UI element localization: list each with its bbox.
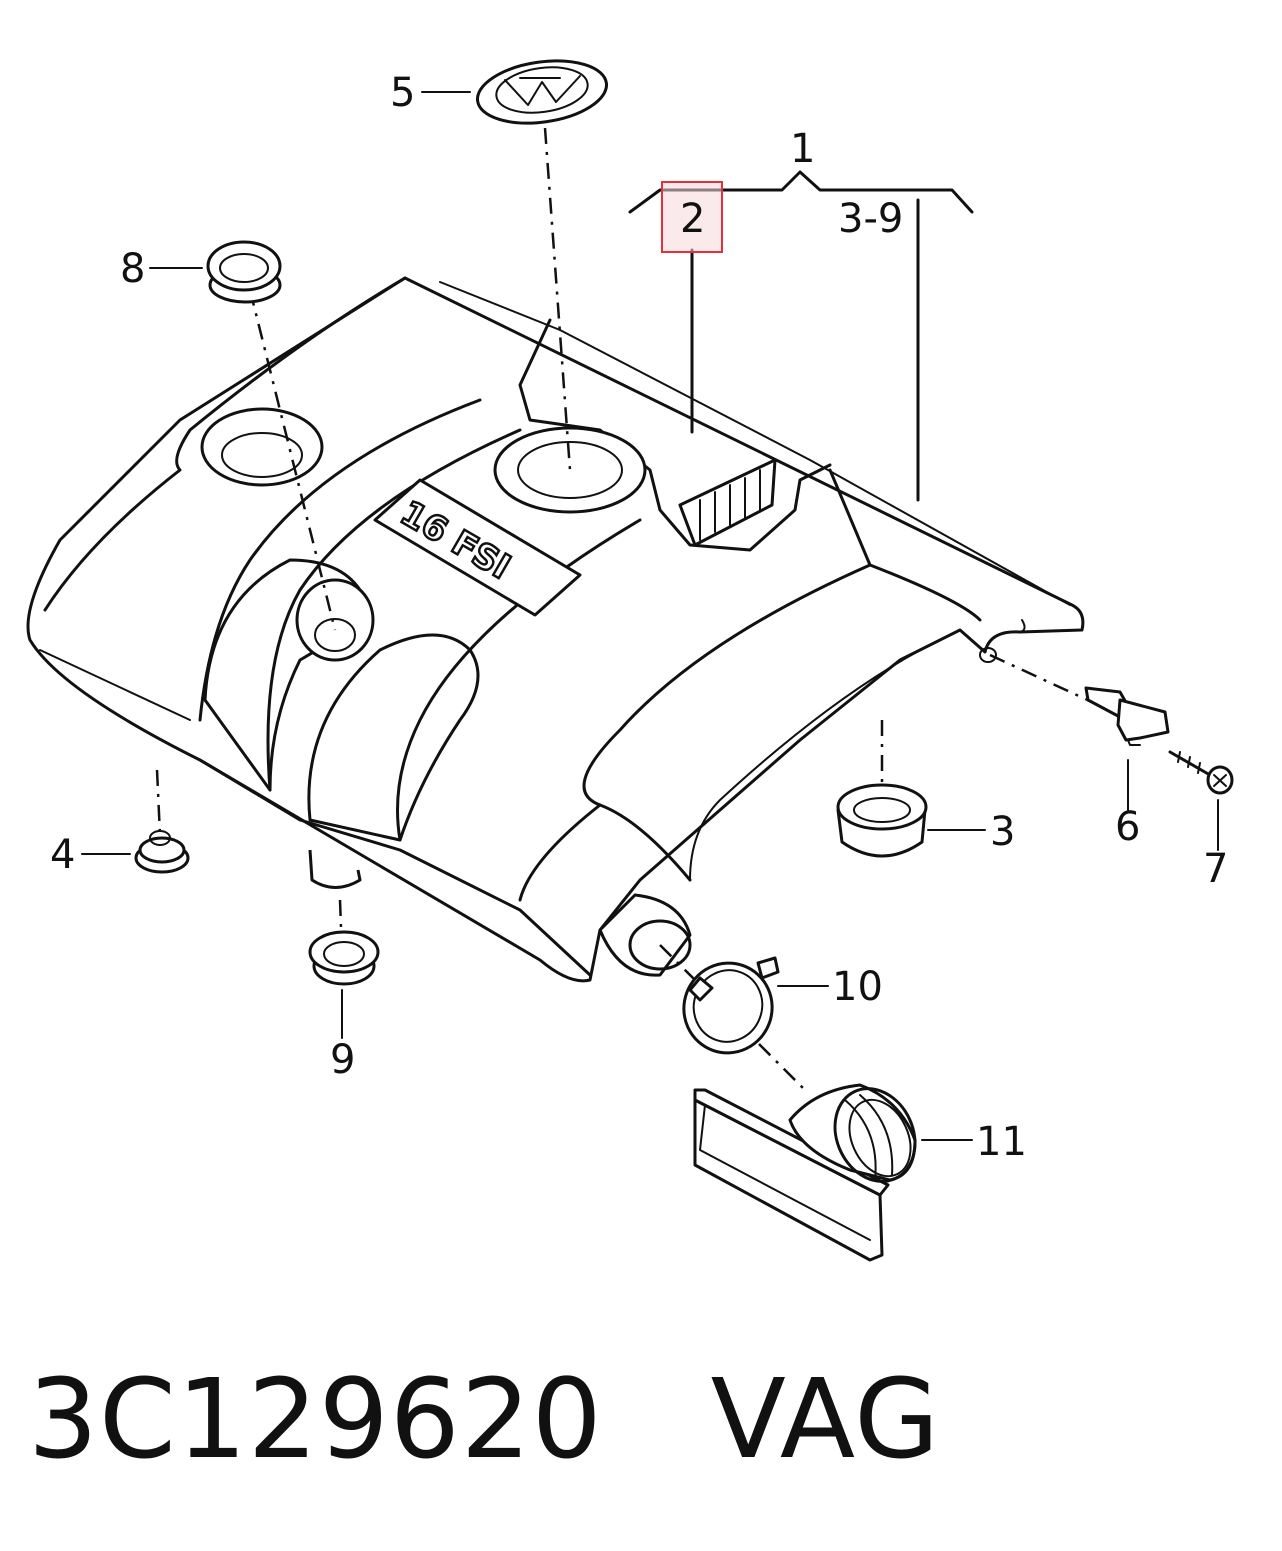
grommet-part-3 (836, 783, 928, 858)
label-5: 5 (390, 70, 415, 116)
label-1: 1 (790, 126, 815, 172)
highlight-box-part-2 (661, 181, 723, 253)
hose-clamp-part-10 (682, 956, 780, 1055)
label-10: 10 (832, 964, 883, 1010)
label-range-3-9: 3-9 (838, 196, 903, 242)
label-3: 3 (990, 809, 1015, 855)
label-6: 6 (1115, 804, 1140, 850)
label-11: 11 (976, 1119, 1027, 1165)
grommet-part-9 (308, 930, 380, 986)
vw-emblem-part (475, 59, 609, 125)
label-4: 4 (50, 832, 75, 878)
label-9: 9 (330, 1037, 355, 1083)
label-8: 8 (120, 246, 145, 292)
label-7: 7 (1203, 846, 1228, 892)
air-duct-part-11 (693, 1083, 917, 1262)
engine-cover: 16 FSI (26, 276, 1085, 983)
part-number-caption: 3C129620 VAG (28, 1355, 941, 1483)
assembly-bracket (628, 170, 974, 502)
grommet-part-8 (206, 240, 282, 304)
clip-part-6 (1084, 686, 1170, 746)
grommet-part-4 (134, 830, 190, 874)
label-2: 2 (680, 196, 705, 242)
screw-part-7 (1168, 750, 1234, 795)
